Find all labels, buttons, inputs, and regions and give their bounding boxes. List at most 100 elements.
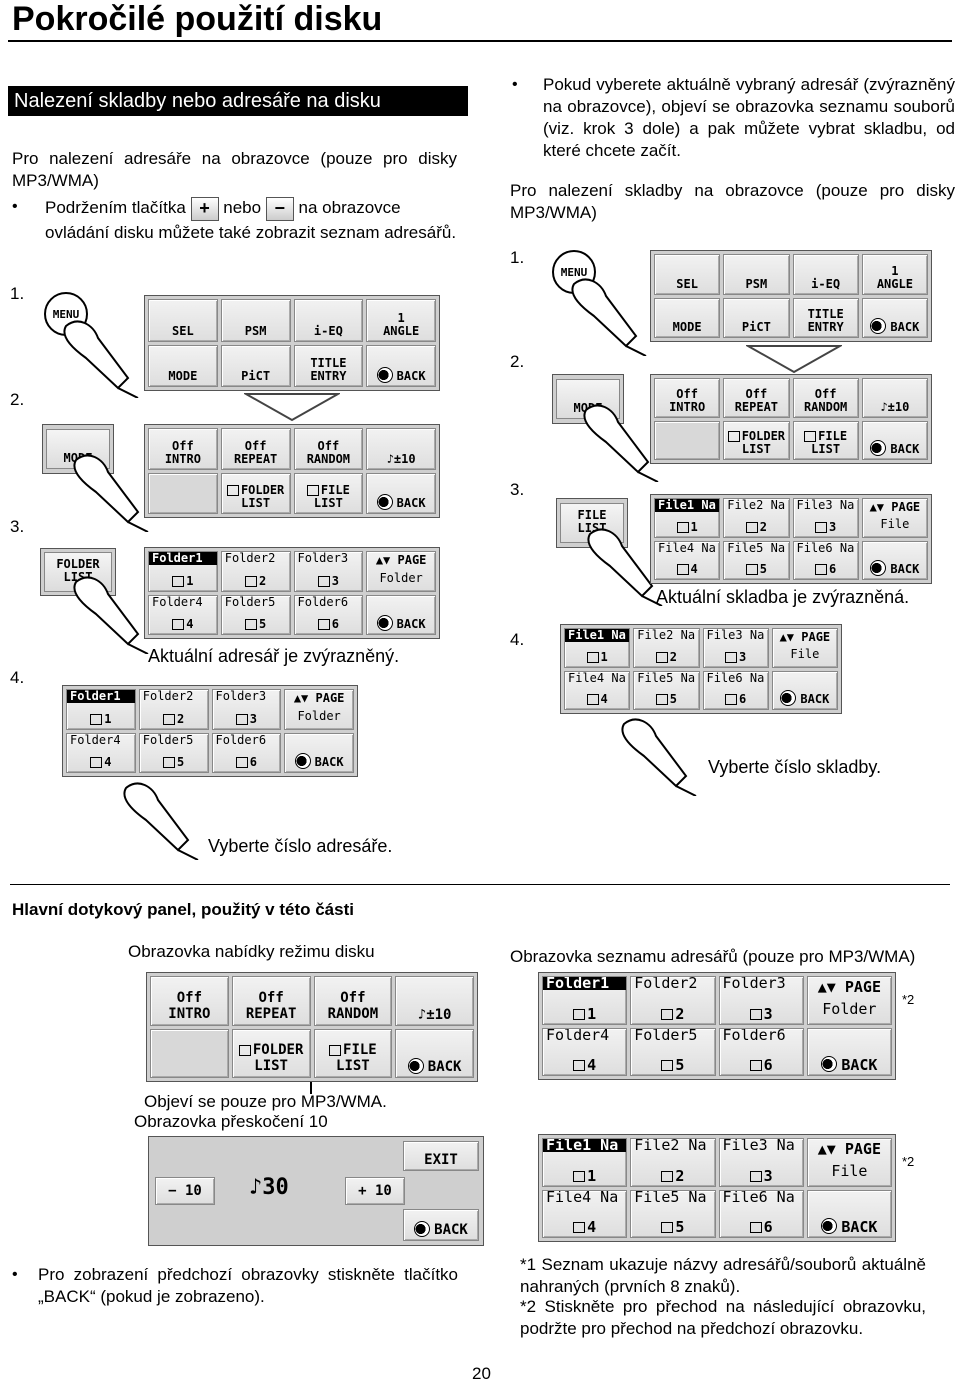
menu-button[interactable]: MENU: [44, 292, 88, 336]
mode-button[interactable]: MODE: [654, 297, 721, 338]
back-button[interactable]: BACK: [861, 420, 928, 460]
skip10-button[interactable]: ♪±10: [395, 976, 474, 1026]
exit-button[interactable]: EXIT: [403, 1141, 479, 1171]
back-button[interactable]: BACK: [366, 472, 436, 514]
skip10-button[interactable]: ♪±10: [861, 378, 928, 418]
folder-name: Folder4: [152, 594, 203, 609]
mode-hw-button[interactable]: MODE: [552, 374, 624, 424]
ieq-button[interactable]: i-EQ: [293, 299, 364, 342]
mode-button[interactable]: MODE: [148, 344, 218, 387]
back-button[interactable]: BACK: [403, 1209, 479, 1241]
menu-button[interactable]: MENU: [552, 250, 596, 294]
back-button[interactable]: BACK: [806, 1027, 892, 1076]
back-button[interactable]: BACK: [806, 1189, 892, 1238]
skip10-button[interactable]: ♪±10: [366, 428, 436, 470]
pict-button[interactable]: PiCT: [723, 297, 790, 338]
mode-hw-button[interactable]: MODE: [42, 424, 114, 474]
back-button[interactable]: BACK: [395, 1028, 474, 1078]
back-button[interactable]: BACK: [771, 670, 838, 710]
psm-button[interactable]: PSM: [723, 254, 790, 295]
folder-number: 2: [245, 574, 266, 588]
sel-button[interactable]: SEL: [654, 254, 721, 295]
sel-button[interactable]: SEL: [148, 299, 218, 342]
folder-number: 1: [172, 574, 193, 588]
plus10-button[interactable]: + 10: [345, 1177, 405, 1205]
back-button[interactable]: BACK: [366, 594, 436, 635]
back-button[interactable]: BACK: [366, 344, 436, 387]
random-label: RANDOM: [803, 399, 848, 414]
minus10-button[interactable]: − 10: [155, 1177, 215, 1205]
back-button[interactable]: BACK: [861, 297, 928, 338]
back-button[interactable]: BACK: [861, 540, 928, 580]
pict-button[interactable]: PiCT: [220, 344, 291, 387]
ieq-button[interactable]: i-EQ: [792, 254, 859, 295]
file-icon: [815, 521, 827, 533]
back-button[interactable]: BACK: [284, 732, 354, 773]
psm-button[interactable]: PSM: [220, 299, 291, 342]
